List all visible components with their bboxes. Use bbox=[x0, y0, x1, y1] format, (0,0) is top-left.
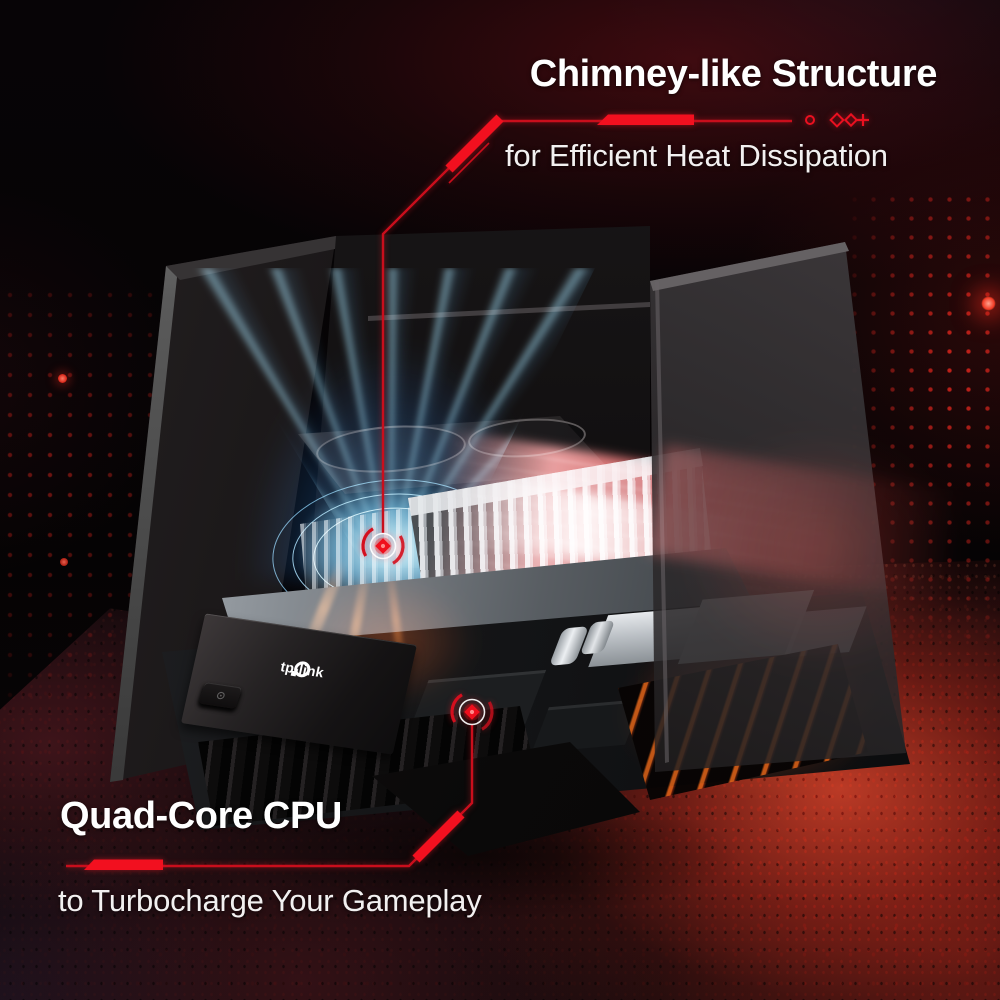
glowing-dot-left-upper bbox=[58, 374, 67, 383]
plus-glyph bbox=[857, 114, 869, 126]
wps-button bbox=[198, 682, 243, 709]
wps-icon bbox=[216, 691, 225, 700]
front-logo-panel: tp-link bbox=[181, 613, 417, 755]
top-callout-subtitle: for Efficient Heat Dissipation bbox=[505, 138, 888, 173]
bottom-callout-subtitle: to Turbocharge Your Gameplay bbox=[58, 883, 482, 918]
device-button-row bbox=[198, 682, 243, 709]
top-callout-line bbox=[381, 114, 792, 533]
circle-glyph bbox=[805, 115, 815, 125]
top-callout-title: Chimney-like Structure bbox=[529, 53, 938, 95]
diamond-glyph bbox=[843, 112, 859, 128]
cpu-marker bbox=[450, 693, 494, 731]
glowing-dot-right bbox=[981, 296, 996, 311]
diamond-glyph bbox=[829, 112, 845, 128]
decor-glyphs bbox=[805, 112, 869, 128]
fan-marker bbox=[361, 527, 405, 565]
shell-red-reflection bbox=[680, 430, 960, 670]
glowing-dot-left-lower bbox=[60, 558, 68, 566]
bottom-callout-line bbox=[66, 725, 474, 870]
bottom-callout-title: Quad-Core CPU bbox=[60, 795, 342, 837]
